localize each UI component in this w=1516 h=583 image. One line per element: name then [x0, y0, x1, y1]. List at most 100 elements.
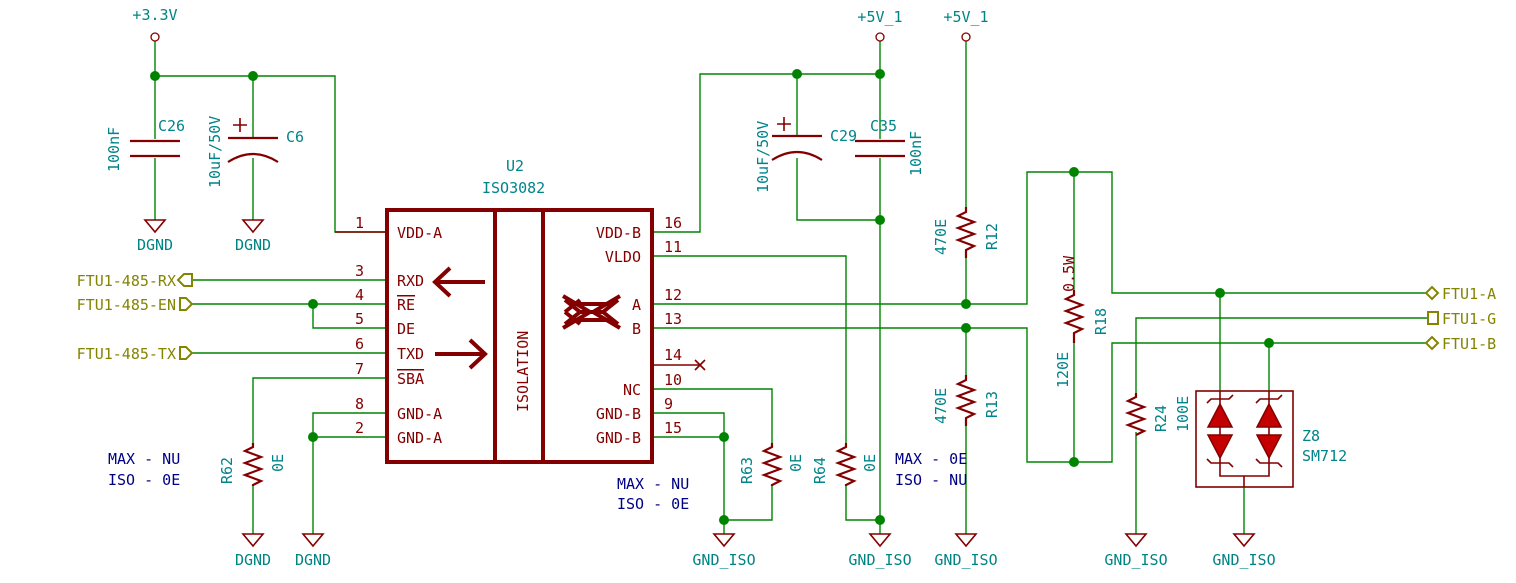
- component-value: 0E: [861, 454, 879, 472]
- port-rx[interactable]: FTU1-485-RX: [77, 272, 193, 290]
- junction-dot: [1264, 338, 1274, 348]
- junction-dot: [1069, 457, 1079, 467]
- port-g[interactable]: FTU1-G: [1427, 310, 1496, 328]
- wires: [154, 41, 1432, 534]
- ground-icon: [1232, 533, 1256, 548]
- component-ref: R63: [738, 457, 756, 484]
- pin-name: VDD-B: [596, 224, 641, 242]
- resistor-r64[interactable]: R64 0E: [811, 443, 879, 486]
- component-value: SM712: [1302, 447, 1347, 465]
- pin-name: GND-A: [397, 405, 442, 423]
- junction-dot: [875, 215, 885, 225]
- resistor-r24[interactable]: R24 100E: [1124, 393, 1192, 436]
- pin-name: DE: [397, 320, 415, 338]
- resistor-r12[interactable]: 470E R12: [932, 207, 1001, 258]
- resistor-r13[interactable]: 470E R13: [932, 375, 1001, 426]
- power-5v-a: +5V_1: [857, 8, 903, 42]
- polarity-plus-icon: [777, 117, 791, 131]
- pin-name: A: [632, 296, 641, 314]
- output-port-icon: [179, 346, 194, 360]
- diode-icon: [1206, 434, 1234, 460]
- isolation-label: ISOLATION: [514, 331, 532, 412]
- right-arrow-icon: [435, 338, 488, 370]
- junction-dot: [875, 69, 885, 79]
- notes: MAX - NU ISO - 0E MAX - NU ISO - 0E MAX …: [108, 450, 967, 513]
- diode-icon: [1206, 402, 1234, 428]
- pin-number: 12: [664, 286, 682, 304]
- pin-number: 3: [355, 262, 364, 280]
- pin-number: 9: [664, 395, 673, 413]
- junction-dot: [248, 71, 258, 81]
- ground-label: GND_ISO: [934, 551, 997, 569]
- resistor-r18[interactable]: 0.5W R18 120E: [1054, 255, 1110, 388]
- component-value: 120E: [1054, 352, 1072, 388]
- power-label: +5V_1: [857, 8, 902, 26]
- pin-name: TXD: [397, 345, 424, 363]
- component-value: 10uF/50V: [754, 121, 772, 193]
- pin-name: NC: [623, 381, 641, 399]
- pin-number: 1: [355, 214, 364, 232]
- tvs-diode-z8[interactable]: Z8 SM712: [1195, 390, 1347, 488]
- ground-label: GND_ISO: [1104, 551, 1167, 569]
- capacitor-c26[interactable]: C26 100nF: [105, 117, 185, 172]
- ground-icon: [954, 533, 978, 548]
- component-value: 0E: [269, 454, 287, 472]
- bidirectional-bus-icon: [561, 294, 622, 330]
- component-ref: R18: [1092, 308, 1110, 335]
- ground-label: DGND: [235, 551, 271, 569]
- capacitor-c35[interactable]: C35 100nF: [855, 117, 925, 176]
- ground-symbols: DGND DGND DGND DGND GND_ISO GND_ISO GND_…: [137, 219, 1276, 569]
- resistor-r62[interactable]: R62 0E: [218, 443, 287, 486]
- component-ref: R24: [1152, 405, 1170, 432]
- junction-dot: [1069, 167, 1079, 177]
- ground-icon: [868, 533, 892, 548]
- component-value: 0E: [787, 454, 805, 472]
- junction-dot: [961, 299, 971, 309]
- pin-number: 10: [664, 371, 682, 389]
- component-rating: 0.5W: [1060, 255, 1078, 292]
- junction-dot: [792, 69, 802, 79]
- port-label: FTU1-485-EN: [77, 296, 176, 314]
- junction-dot: [875, 515, 885, 525]
- component-value: 100nF: [105, 127, 123, 172]
- note-text: MAX - NU: [108, 450, 180, 468]
- power-flag-icon: [150, 32, 160, 42]
- pin-number: 4: [355, 286, 364, 304]
- pin-name: VDD-A: [397, 224, 442, 242]
- junction-dot: [1215, 288, 1225, 298]
- component-ref: R12: [983, 223, 1001, 250]
- junction-dot: [308, 299, 318, 309]
- power-5v-b: +5V_1: [943, 8, 989, 42]
- ground-icon: [143, 219, 167, 234]
- pin-name: GND-B: [596, 405, 641, 423]
- polarity-plus-icon: [233, 118, 247, 132]
- capacitor-c6[interactable]: C6 10uF/50V: [206, 116, 304, 188]
- component-ref: C29: [830, 127, 857, 145]
- ground-label: GND_ISO: [1212, 551, 1275, 569]
- pin-name: RXD: [397, 272, 424, 290]
- pin-name: RE: [397, 296, 415, 314]
- capacitor-c29[interactable]: C29 10uF/50V: [754, 117, 857, 193]
- resistor-r63[interactable]: R63 0E: [738, 443, 805, 486]
- note-text: MAX - 0E: [895, 450, 967, 468]
- component-value: 10uF/50V: [206, 116, 224, 188]
- component-ref: R13: [983, 391, 1001, 418]
- junction-dot: [308, 432, 318, 442]
- port-tx[interactable]: FTU1-485-TX: [77, 345, 194, 363]
- pin-number: 5: [355, 310, 364, 328]
- port-a[interactable]: FTU1-A: [1424, 285, 1496, 303]
- chip-value: ISO3082: [482, 179, 545, 197]
- component-value: 470E: [932, 219, 950, 255]
- port-en[interactable]: FTU1-485-EN: [77, 296, 194, 314]
- isolator-chip[interactable]: U2 ISO3082 ISOLATION 1 3 4 5 6 7 8 2 VDD…: [335, 157, 706, 464]
- ground-label: DGND: [137, 236, 173, 254]
- no-connect-icon: [694, 359, 706, 371]
- port-b[interactable]: FTU1-B: [1424, 335, 1496, 353]
- left-arrow-icon: [432, 266, 485, 298]
- ground-icon: [301, 533, 325, 548]
- pin-number: 13: [664, 310, 682, 328]
- component-value: 470E: [932, 388, 950, 424]
- passive-port-icon: [1427, 311, 1439, 325]
- pin-name: VLDO: [605, 248, 641, 266]
